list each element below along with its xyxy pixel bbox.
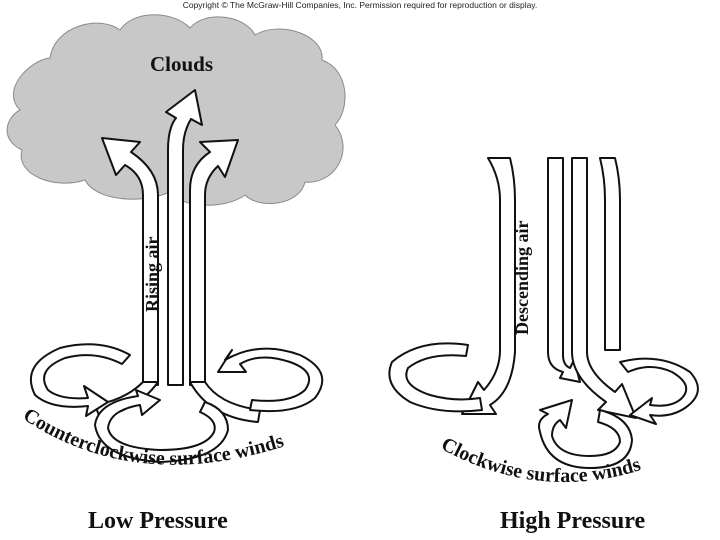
clouds-label: Clouds <box>150 52 213 76</box>
clockwise-surface-winds-label: Clockwise surface winds <box>438 433 644 487</box>
ccw-swirl-left-arrow <box>30 343 131 417</box>
descending-air-far-right-arrow <box>599 157 621 351</box>
cw-swirl-center-arrow <box>538 399 633 469</box>
cw-swirl-right-arrow <box>619 357 699 425</box>
inflow-right-arrow <box>189 381 261 423</box>
rising-air-label: Rising air <box>142 236 162 312</box>
rising-air-right-arrow <box>189 139 239 386</box>
ccw-swirl-right-arrow <box>217 347 324 413</box>
rising-air-left-arrow <box>101 137 159 386</box>
copyright-notice: Copyright © The McGraw-Hill Companies, I… <box>182 0 538 10</box>
high-pressure-title: High Pressure <box>500 508 646 534</box>
descending-air-left-arrow <box>461 157 516 415</box>
rising-air-center-arrow <box>165 89 203 386</box>
cw-swirl-left-arrow <box>388 342 483 413</box>
descending-air-label: Descending air <box>512 220 532 335</box>
ccw-swirl-center-arrow <box>94 389 229 463</box>
low-pressure-title: Low Pressure <box>88 508 228 534</box>
